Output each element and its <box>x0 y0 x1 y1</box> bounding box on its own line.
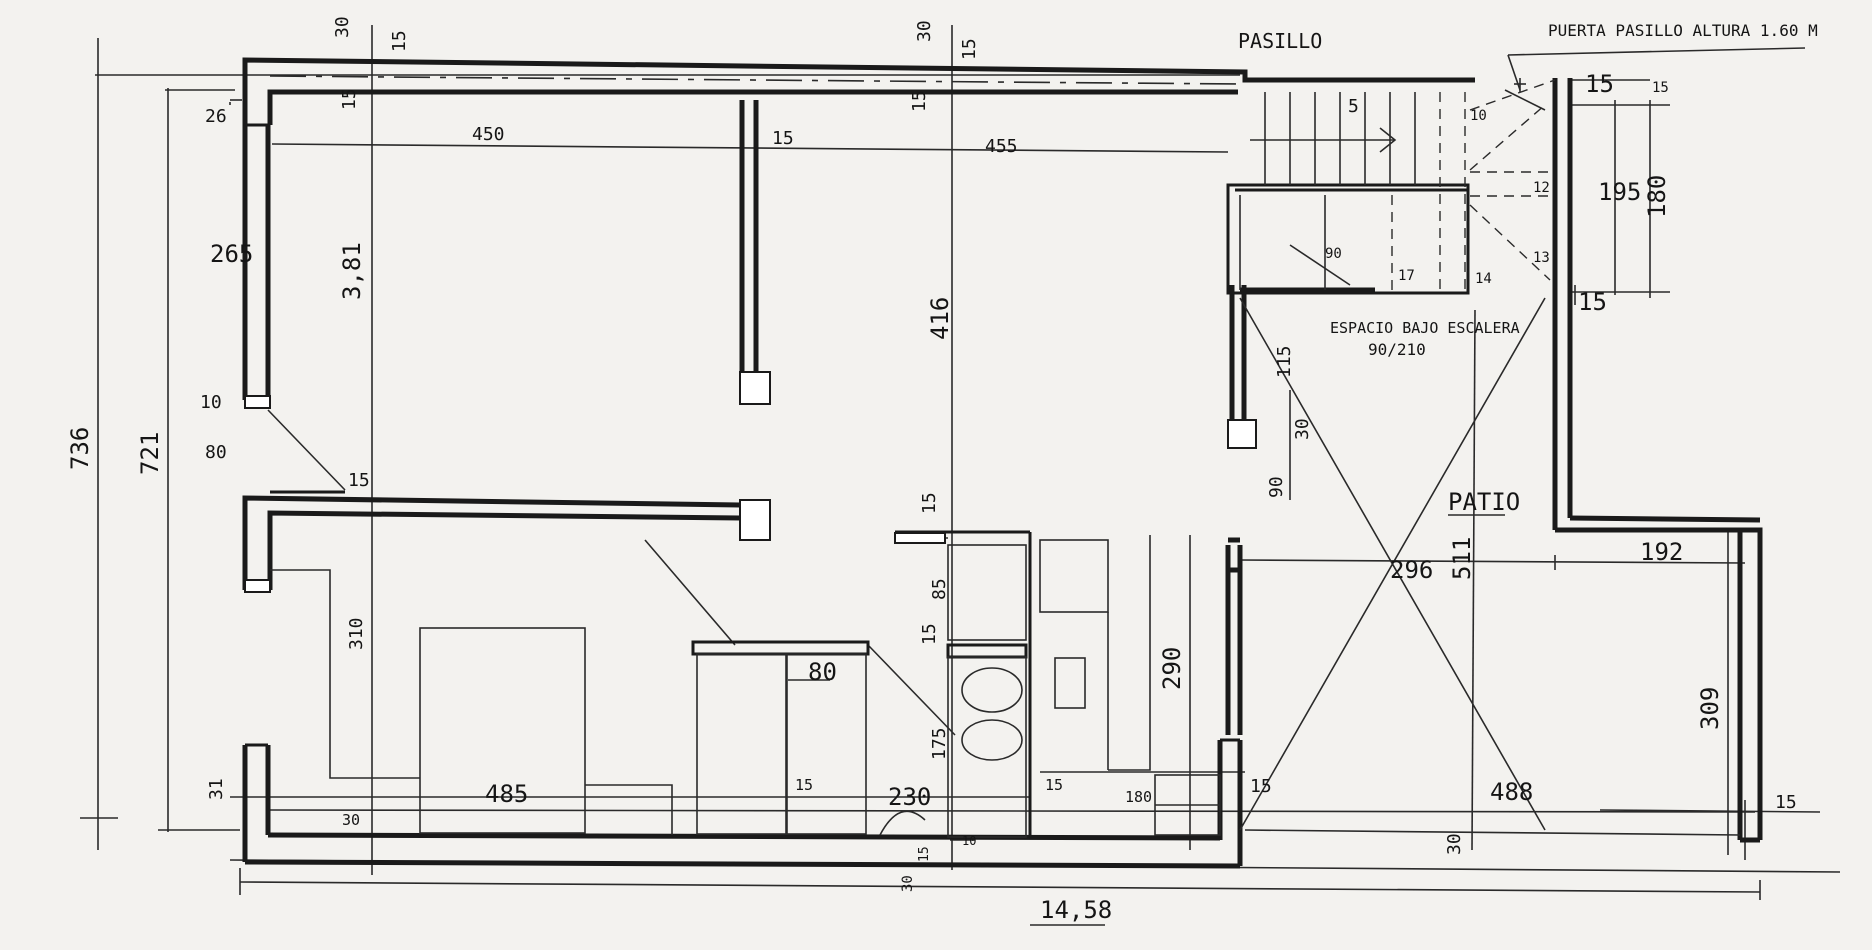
dim-text: 15 <box>1585 70 1614 98</box>
dim-text: 15 <box>1652 80 1669 96</box>
dim-text: 290 <box>1158 647 1186 690</box>
dim-text: 180 <box>1643 175 1671 218</box>
columns <box>244 371 1257 593</box>
label-puerta-pasillo: PUERTA PASILLO ALTURA 1.60 M <box>1548 21 1818 40</box>
dim-text: 15 <box>772 128 794 149</box>
dim-text: 12 <box>1533 180 1550 196</box>
dim-text: 309 <box>1696 687 1724 730</box>
dim-text: 90 <box>1266 476 1287 498</box>
dim-text: 15 <box>1578 288 1607 316</box>
dim-text: 511 <box>1448 537 1476 580</box>
dim-text: 10 <box>962 834 976 848</box>
dim-text: 90 <box>1325 246 1342 262</box>
dim-text: 721 <box>136 432 164 475</box>
dim-text: 3,81 <box>338 242 366 300</box>
dim-text: 15 <box>919 492 940 514</box>
dim-text: 30 <box>1444 833 1465 855</box>
dim-text: 30 <box>900 875 916 892</box>
room-labels: PASILLO PUERTA PASILLO ALTURA 1.60 M ESP… <box>1030 21 1818 926</box>
dim-text: 15 <box>1250 776 1272 797</box>
dim-text: 15 <box>919 623 940 645</box>
dim-text: 10 <box>200 392 222 413</box>
dim-text: 15 <box>348 470 370 491</box>
dim-text: 80 <box>808 658 837 686</box>
dim-text: 192 <box>1640 538 1683 566</box>
dim-text: 450 <box>472 124 505 145</box>
dim-text: 14 <box>1475 271 1492 287</box>
dim-text: 30 <box>332 16 353 38</box>
dim-text: 15 <box>1775 792 1797 813</box>
dim-text: 230 <box>888 783 931 811</box>
stairs <box>1226 79 1556 295</box>
label-patio: PATIO <box>1448 488 1520 516</box>
dim-text: 13 <box>1533 250 1550 266</box>
walls <box>242 57 1763 869</box>
dim-text: 488 <box>1490 778 1533 806</box>
dim-text: 265 <box>210 240 253 268</box>
dim-text: 5 <box>1348 96 1359 117</box>
dim-text: 30 <box>914 20 935 42</box>
dim-text: 455 <box>985 136 1018 157</box>
dim-text: 10 <box>1470 108 1487 124</box>
dimension-texts: 30 15 15 30 15 15 26 450 15 455 265 3,81… <box>66 16 1797 892</box>
dim-text: 485 <box>485 780 528 808</box>
label-espacio-bajo-escalera: ESPACIO BAJO ESCALERA <box>1330 319 1520 337</box>
dim-text: 15 <box>795 776 813 794</box>
dim-text: 17 <box>1398 268 1415 284</box>
dim-text: 736 <box>66 427 94 470</box>
dim-text: 15 <box>909 90 930 112</box>
dim-text: 15 <box>917 846 932 862</box>
dim-text: 15 <box>339 88 360 110</box>
dim-text: 30 <box>342 811 360 829</box>
dim-text: 85 <box>929 578 950 600</box>
dim-text: 26 <box>205 106 227 127</box>
dim-text: 30 <box>1292 418 1313 440</box>
label-total-width: 14,58 <box>1040 896 1112 924</box>
dim-text: 310 <box>346 617 367 650</box>
label-espacio-medida: 90/210 <box>1368 340 1426 359</box>
dim-text: 80 <box>205 442 227 463</box>
dim-text: 296 <box>1390 556 1433 584</box>
axis-line <box>269 75 1239 85</box>
dimension-lines <box>80 25 1841 900</box>
dim-text: 15 <box>1045 776 1063 794</box>
fixtures <box>270 530 1221 838</box>
dim-text: 15 <box>389 30 410 52</box>
dim-text: 175 <box>929 727 950 760</box>
doors <box>267 297 1741 836</box>
dim-text: 195 <box>1598 178 1641 206</box>
dim-text: 416 <box>926 297 954 340</box>
label-pasillo: PASILLO <box>1238 29 1322 53</box>
dim-text: 180 <box>1125 788 1152 806</box>
dim-text: 31 <box>206 778 227 800</box>
dim-text: 115 <box>1274 345 1295 378</box>
dim-text: 15 <box>959 38 980 60</box>
